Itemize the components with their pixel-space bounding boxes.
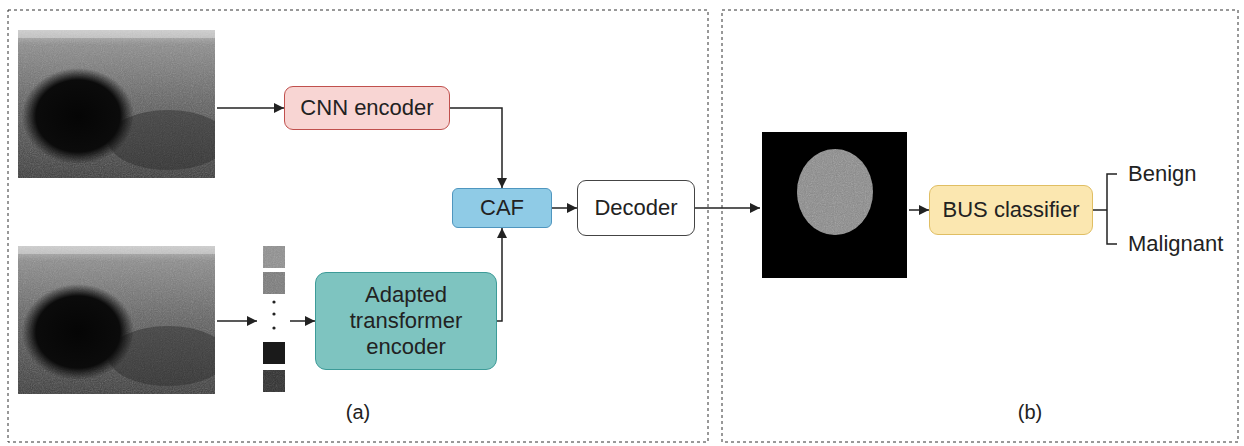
ultrasound-image xyxy=(18,30,228,178)
panel-label: (a) xyxy=(346,399,370,425)
patch-sequence xyxy=(263,246,285,392)
decoder-box: Decoder xyxy=(577,180,695,236)
lesion-speckle xyxy=(790,145,880,240)
box-text: BUS classifier xyxy=(943,197,1080,223)
fusion-box: CAF xyxy=(452,188,552,228)
class-label: Malignant xyxy=(1128,231,1223,257)
box-text: CAF xyxy=(480,195,524,221)
ellipsis-dot xyxy=(272,300,275,303)
ellipsis-dot xyxy=(272,312,275,315)
classifier-box: BUS classifier xyxy=(929,185,1093,235)
class-label: Benign xyxy=(1128,161,1197,187)
mask-ground xyxy=(762,132,907,278)
patch xyxy=(263,342,285,364)
panel-a-frame xyxy=(8,10,708,442)
box-text: CNN encoder xyxy=(300,95,433,121)
flow-arrow xyxy=(552,207,577,209)
patch-speckle xyxy=(263,272,285,294)
encoder-box: Adapted transformer encoder xyxy=(315,272,497,370)
segmented-lesion-image xyxy=(762,132,907,278)
flow-arrow xyxy=(450,108,502,188)
panel-b-frame xyxy=(722,10,1238,442)
panel-label: (b) xyxy=(1018,399,1042,425)
box-text: Decoder xyxy=(594,195,677,221)
patch-speckle xyxy=(263,370,285,392)
patch xyxy=(263,246,285,268)
flow-arrow xyxy=(497,228,502,321)
flow-arrow xyxy=(290,320,315,322)
output-bracket xyxy=(1093,174,1117,244)
ultrasound-image xyxy=(18,246,228,394)
patch xyxy=(263,370,285,392)
flow-arrow xyxy=(695,207,760,209)
patch xyxy=(263,272,285,294)
encoder-box: CNN encoder xyxy=(284,86,450,130)
patch-speckle xyxy=(263,246,285,268)
flow-arrow xyxy=(217,320,257,322)
box-text: Adapted transformer encoder xyxy=(316,282,496,360)
flow-arrow xyxy=(909,209,929,211)
flow-arrow xyxy=(217,107,284,109)
ellipsis-dot xyxy=(272,326,275,329)
